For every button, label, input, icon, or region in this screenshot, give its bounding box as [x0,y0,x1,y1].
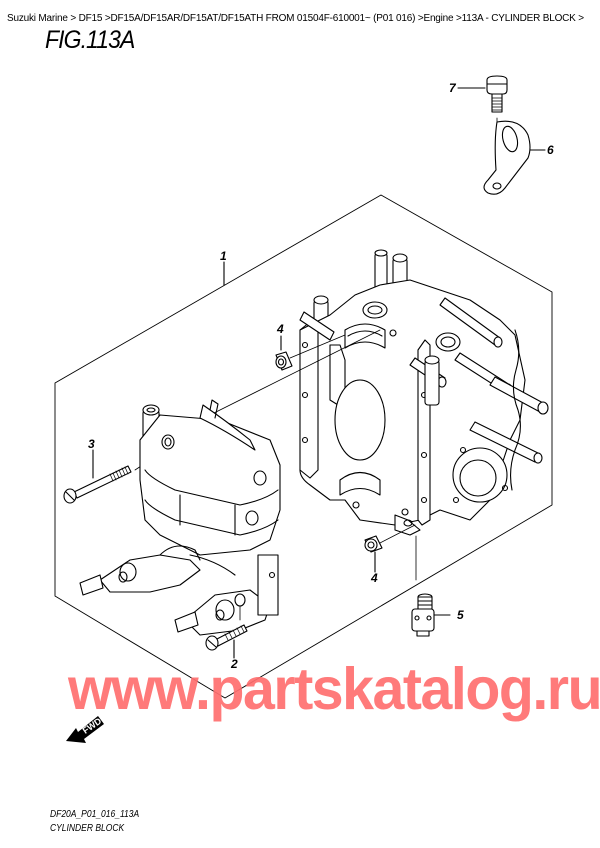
figure-title: FIG.113A [45,26,135,54]
breadcrumb-separator: > [417,13,424,24]
figure-code: DF20A_P01_016_113A [50,809,140,820]
part-4-dowel-pin-lower[interactable] [364,524,416,573]
breadcrumb-separator: > [70,13,76,24]
watermark: www.partskatalog.ru [68,656,600,722]
breadcrumb-item-suzuki-marine[interactable]: Suzuki Marine [7,13,68,24]
assembly-boundary [54,194,553,699]
part-1-cylinder-half[interactable] [79,399,281,636]
figure-name: CYLINDER BLOCK [50,823,125,834]
breadcrumb-separator: > [578,13,584,24]
part-6-bracket[interactable] [483,120,546,195]
part-2-bolt[interactable] [205,624,248,659]
part-4-dowel-pin-upper[interactable] [275,334,346,371]
part-5-plug-fitting[interactable] [411,593,451,637]
breadcrumb: Suzuki Marine > DF15 >DF15A/DF15AR/DF15A… [7,13,584,24]
callout-4-lower[interactable]: 4 [371,571,378,585]
breadcrumb-item-df15[interactable]: DF15 [78,13,103,24]
callout-7[interactable]: 7 [449,81,456,95]
assembly-guide-line [199,329,381,421]
callout-1[interactable]: 1 [220,249,227,263]
part-1-cylinder-block[interactable] [299,249,549,581]
breadcrumb-item-model[interactable]: DF15A/DF15AR/DF15AT/DF15ATH FROM 01504F-… [110,13,416,24]
breadcrumb-separator: > [456,13,462,24]
breadcrumb-item-engine[interactable]: Engine [423,13,454,24]
part-7-bolt[interactable] [457,75,508,181]
callout-6[interactable]: 6 [547,143,554,157]
callout-2[interactable]: 2 [231,657,238,671]
callout-3[interactable]: 3 [88,437,95,451]
breadcrumb-separator: > [104,13,111,24]
callout-5[interactable]: 5 [457,608,464,622]
fwd-arrow-icon: FWD [66,716,104,743]
part-3-bolt[interactable] [63,449,132,504]
callout-4-upper[interactable]: 4 [277,322,284,336]
breadcrumb-item-cylinder-block[interactable]: 113A - CYLINDER BLOCK [461,13,576,24]
